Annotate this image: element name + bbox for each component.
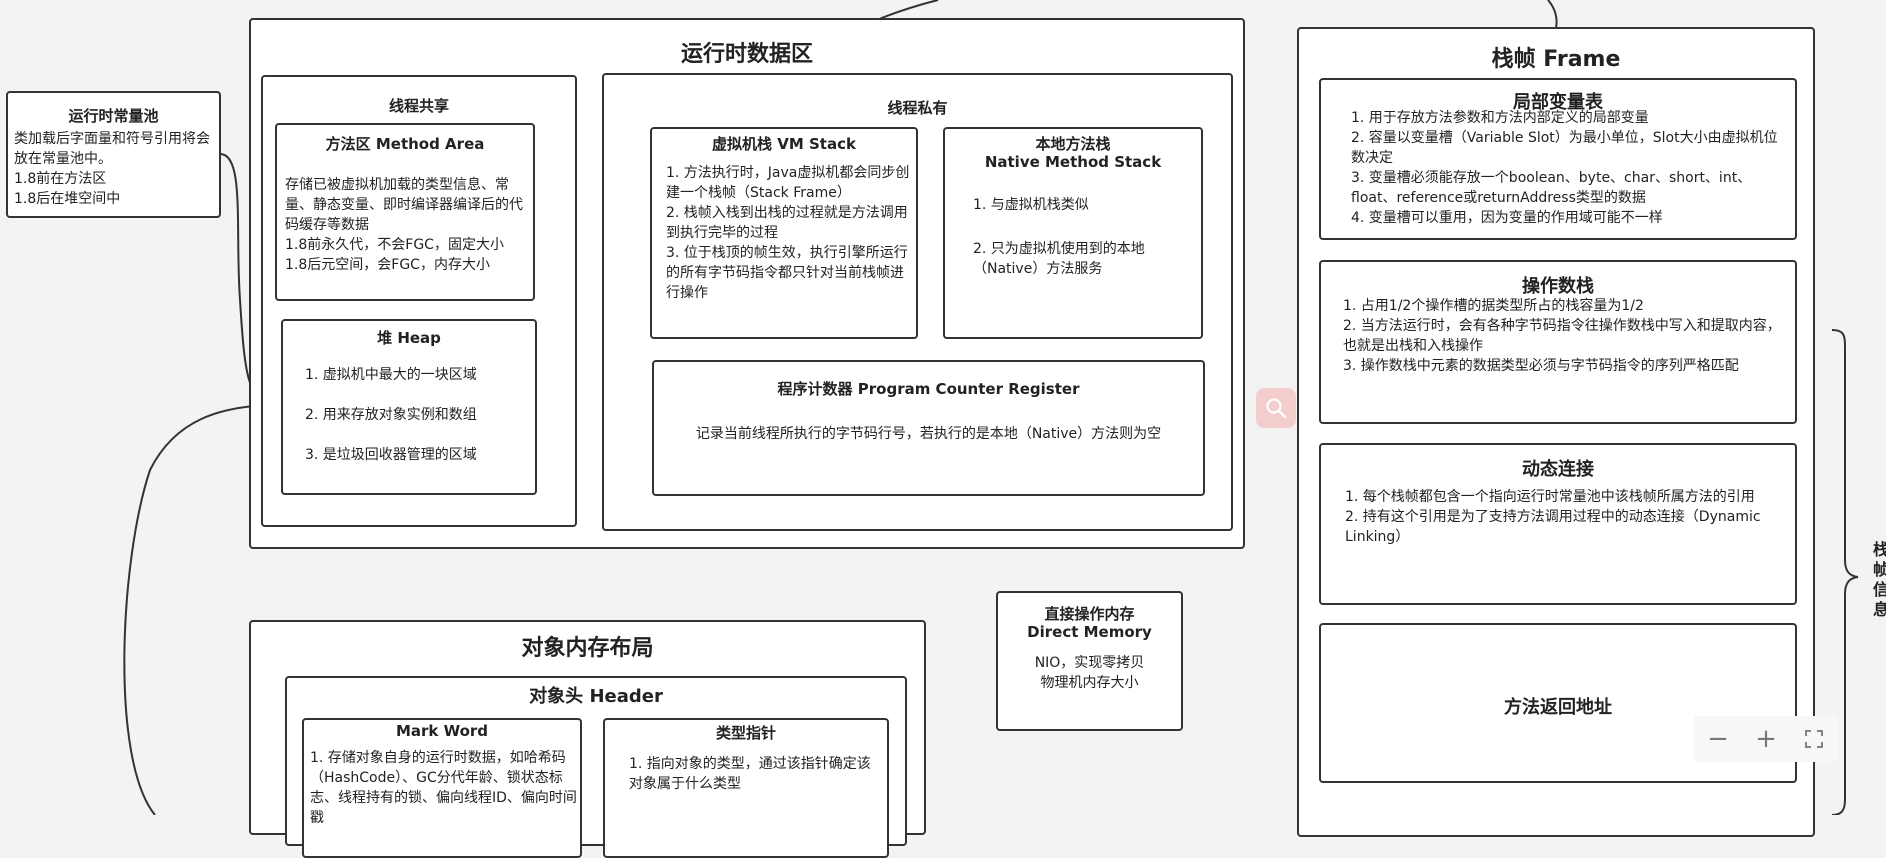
- operand-stack-body: 1. 占用1/2个操作槽的据类型所占的栈容量为1/2 2. 当方法运行时，会有各…: [1343, 298, 1781, 374]
- search-icon: [1266, 398, 1287, 419]
- private-title: 线程私有: [887, 99, 948, 117]
- constant-pool-body: 类加载后字面量和符号引用将会放在常量池中。 1.8前在方法区 1.8后在堆空间中: [14, 131, 210, 207]
- return-address-title: 方法返回地址: [1504, 697, 1612, 718]
- dynamic-linking-body: 1. 每个栈帧都包含一个指向运行时常量池中该栈帧所属方法的引用 2. 持有这个引…: [1345, 489, 1761, 545]
- object-layout-box[interactable]: 对象内存布局 对象头 Header Mark Word 1. 存储对象自身的运行…: [249, 620, 926, 858]
- direct-memory-body: NIO，实现零拷贝 物理机内存大小: [1034, 655, 1145, 691]
- object-layout-title: 对象内存布局: [521, 636, 654, 661]
- mark-word-title: Mark Word: [395, 722, 489, 740]
- zoom-out-button[interactable]: −: [1707, 724, 1729, 754]
- pc-register-box[interactable]: 程序计数器 Program Counter Register 记录当前线程所执行…: [652, 360, 1205, 496]
- direct-memory-title-1: 直接操作内存: [1044, 605, 1135, 623]
- direct-memory-box[interactable]: 直接操作内存 Direct Memory NIO，实现零拷贝 物理机内存大小: [996, 591, 1183, 731]
- connector-frame-top: [1547, 0, 1558, 29]
- runtime-area-title: 运行时数据区: [680, 42, 813, 67]
- shared-box[interactable]: 线程共享 方法区 Method Area 存储已被虚拟机加载的类型信息、常量、静…: [261, 75, 577, 527]
- side-label: 栈帧信息: [1873, 540, 1886, 619]
- klass-pointer-box[interactable]: 类型指针 1. 指向对象的类型，通过该指针确定该对象属于什么类型: [603, 718, 889, 858]
- method-area-box[interactable]: 方法区 Method Area 存储已被虚拟机加载的类型信息、常量、静态变量、即…: [275, 123, 535, 301]
- klass-pointer-body: 1. 指向对象的类型，通过该指针确定该对象属于什么类型: [629, 756, 871, 792]
- search-button[interactable]: [1256, 388, 1296, 428]
- klass-pointer-title: 类型指针: [715, 724, 776, 742]
- object-header-box[interactable]: 对象头 Header Mark Word 1. 存储对象自身的运行时数据，如哈希…: [285, 676, 907, 858]
- vm-stack-title: 虚拟机栈 VM Stack: [712, 135, 856, 153]
- fullscreen-icon: [1805, 730, 1823, 748]
- operand-stack-title: 操作数栈: [1522, 276, 1594, 297]
- object-header-title: 对象头 Header: [529, 686, 663, 707]
- local-vars-body: 1. 用于存放方法参数和方法内部定义的局部变量 2. 容量以变量槽（Variab…: [1351, 110, 1778, 226]
- heap-title: 堆 Heap: [377, 329, 441, 347]
- native-stack-item-2: 2. 只为虚拟机使用到的本地（Native）方法服务: [973, 241, 1145, 277]
- constant-pool-title: 运行时常量池: [68, 107, 159, 125]
- method-area-title: 方法区 Method Area: [325, 135, 485, 153]
- operand-stack-box[interactable]: 操作数栈 1. 占用1/2个操作槽的据类型所占的栈容量为1/2 2. 当方法运行…: [1319, 260, 1797, 424]
- heap-item-2: 2. 用来存放对象实例和数组: [305, 407, 477, 423]
- mark-word-body: 1. 存储对象自身的运行时数据，如哈希码（HashCode）、GC分代年龄、锁状…: [310, 750, 577, 826]
- vm-stack-body: 1. 方法执行时，Java虚拟机都会同步创建一个栈帧（Stack Frame） …: [666, 165, 910, 301]
- pc-register-title: 程序计数器 Program Counter Register: [777, 380, 1080, 398]
- private-box[interactable]: 线程私有 虚拟机栈 VM Stack 1. 方法执行时，Java虚拟机都会同步创…: [602, 73, 1233, 531]
- local-vars-title: 局部变量表: [1513, 92, 1603, 113]
- dynamic-linking-title: 动态连接: [1522, 459, 1594, 480]
- heap-item-3: 3. 是垃圾回收器管理的区域: [305, 447, 477, 463]
- native-stack-item-1: 1. 与虚拟机栈类似: [973, 197, 1089, 213]
- pc-register-body: 记录当前线程所执行的字节码行号，若执行的是本地（Native）方法则为空: [695, 426, 1162, 442]
- constant-pool-box[interactable]: 运行时常量池 类加载后字面量和符号引用将会放在常量池中。 1.8前在方法区 1.…: [6, 91, 221, 218]
- native-stack-title-2: Native Method Stack: [984, 153, 1162, 171]
- local-vars-box[interactable]: 局部变量表 1. 用于存放方法参数和方法内部定义的局部变量 2. 容量以变量槽（…: [1319, 78, 1797, 240]
- method-area-body: 存储已被虚拟机加载的类型信息、常量、静态变量、即时编译器编译后的代码缓存等数据 …: [285, 177, 523, 273]
- stack-frame-title: 栈帧 Frame: [1491, 47, 1621, 72]
- native-stack-box[interactable]: 本地方法栈 Native Method Stack 1. 与虚拟机栈类似 2. …: [943, 127, 1203, 339]
- native-stack-title-1: 本地方法栈: [1035, 135, 1111, 153]
- shared-title: 线程共享: [388, 97, 449, 115]
- dynamic-linking-box[interactable]: 动态连接 1. 每个栈帧都包含一个指向运行时常量池中该栈帧所属方法的引用 2. …: [1319, 443, 1797, 605]
- direct-memory-title-2: Direct Memory: [1027, 623, 1152, 641]
- stack-frame-box[interactable]: 栈帧 Frame 局部变量表 1. 用于存放方法参数和方法内部定义的局部变量 2…: [1297, 27, 1815, 837]
- zoom-toolbar: − +: [1694, 716, 1838, 762]
- heap-item-1: 1. 虚拟机中最大的一块区域: [305, 367, 477, 383]
- vm-stack-box[interactable]: 虚拟机栈 VM Stack 1. 方法执行时，Java虚拟机都会同步创建一个栈帧…: [650, 127, 918, 339]
- mark-word-box[interactable]: Mark Word 1. 存储对象自身的运行时数据，如哈希码（HashCode）…: [302, 718, 582, 858]
- heap-box[interactable]: 堆 Heap 1. 虚拟机中最大的一块区域 2. 用来存放对象实例和数组 3. …: [281, 319, 537, 495]
- zoom-in-button[interactable]: +: [1755, 724, 1777, 754]
- fullscreen-button[interactable]: [1796, 721, 1832, 757]
- runtime-area-box[interactable]: 运行时数据区 线程共享 方法区 Method Area 存储已被虚拟机加载的类型…: [249, 18, 1245, 549]
